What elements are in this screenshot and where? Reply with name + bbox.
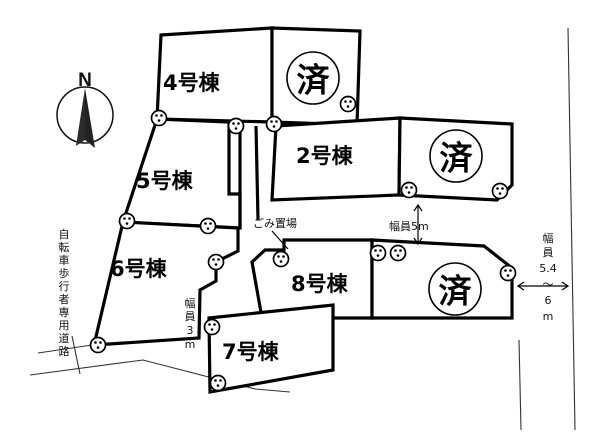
sold-ring-icon	[428, 262, 482, 316]
road-width-range-char-2: 5.4	[539, 262, 557, 275]
boundary-survey-marker	[207, 253, 225, 271]
boundary-survey-marker	[150, 109, 168, 127]
bike-road-char-6: 専	[59, 306, 70, 319]
sold-label: 済	[297, 61, 331, 100]
bike-road-char-9: 路	[59, 345, 70, 358]
north-needle-right	[85, 88, 95, 148]
road-width-3m-char-2: 3	[187, 324, 194, 337]
road-edge-right	[567, 27, 576, 431]
road-width-range-annotation: 幅 員 5.4 〜 6 m	[516, 232, 570, 323]
lot-6-label: 6号棟	[110, 257, 168, 281]
boundary-survey-marker	[389, 244, 407, 262]
sold-label: 済	[440, 139, 474, 178]
lot-7-label: 7号棟	[222, 340, 280, 364]
garbage-point-annotation: ごみ置場	[253, 216, 297, 251]
boundary-survey-marker	[491, 182, 509, 200]
road-width-5m-annotation: 幅員5m	[389, 203, 429, 246]
sold-bottom-right-shape[interactable]	[370, 238, 514, 320]
garbage-point-label: ごみ置場	[253, 216, 297, 230]
bike-road-char-0: 自	[59, 228, 70, 241]
lot-7-shape[interactable]	[207, 303, 335, 394]
road-width-3m-annotation: 幅 員 3 m	[185, 297, 196, 351]
road-width-3m-char-1: 員	[185, 310, 196, 323]
boundary-survey-marker	[400, 181, 418, 199]
boundary-survey-marker	[339, 95, 357, 113]
road-width-3m-char-3: m	[185, 338, 196, 351]
lot-4-label: 4号棟	[163, 71, 221, 95]
road-edge-left-upper	[37, 344, 93, 354]
sold-stamp-bottom-right: 済	[428, 262, 482, 316]
boundary-survey-marker	[272, 250, 290, 268]
road-width-range-char-4: 6	[545, 294, 552, 307]
boundary-survey-marker	[499, 264, 517, 282]
north-arrow: N	[56, 70, 114, 148]
boundary-survey-marker	[118, 212, 136, 230]
bike-road-char-8: 道	[59, 331, 70, 345]
bike-road-pointer	[71, 335, 81, 375]
boundary-survey-marker	[89, 336, 107, 354]
road-width-range-char-1: 員	[543, 246, 554, 259]
sold-stamp-right: 済	[429, 129, 483, 183]
terrain-thin-lines	[29, 27, 576, 431]
bike-road-char-3: 歩	[59, 266, 70, 280]
north-needle-left	[76, 88, 85, 146]
boundary-survey-marker	[199, 217, 217, 235]
sold-ring-icon	[286, 51, 340, 105]
road-width-range-char-3: 〜	[543, 278, 554, 291]
road-width-5m-label: 幅員5m	[389, 220, 429, 233]
bike-pedestrian-road-annotation: 自 転 車 歩 行 者 専 用 道 路	[59, 228, 70, 358]
internal-dividers	[238, 125, 260, 228]
boundary-survey-marker	[203, 318, 221, 336]
north-letter: N	[78, 70, 92, 91]
sold-label: 済	[439, 272, 473, 311]
road-edge-inner-right	[518, 339, 522, 431]
lot-5-label: 5号棟	[136, 169, 194, 193]
bike-road-char-7: 用	[59, 319, 70, 332]
boundary-survey-marker	[265, 115, 283, 133]
sold-ring-icon	[429, 129, 483, 183]
road-width-range-char-0: 幅	[543, 232, 554, 245]
lot-6-shape[interactable]	[91, 220, 240, 347]
bike-road-char-5: 者	[59, 293, 70, 306]
road-width-range-char-5: m	[543, 310, 554, 323]
boundary-survey-marker	[369, 244, 387, 262]
sold-stamp-top: 済	[286, 51, 340, 105]
road-width-3m-char-0: 幅	[185, 297, 196, 310]
bike-road-char-2: 車	[59, 253, 70, 267]
lot-2-label: 2号棟	[296, 144, 354, 168]
boundary-survey-marker	[227, 117, 245, 135]
lot-8-label: 8号棟	[291, 272, 349, 296]
bike-road-char-4: 行	[59, 280, 70, 293]
boundary-survey-marker	[209, 374, 227, 392]
road-edge-left-lower	[29, 359, 291, 393]
bike-road-char-1: 転	[59, 241, 70, 254]
boundary-survey-markers	[89, 95, 517, 392]
